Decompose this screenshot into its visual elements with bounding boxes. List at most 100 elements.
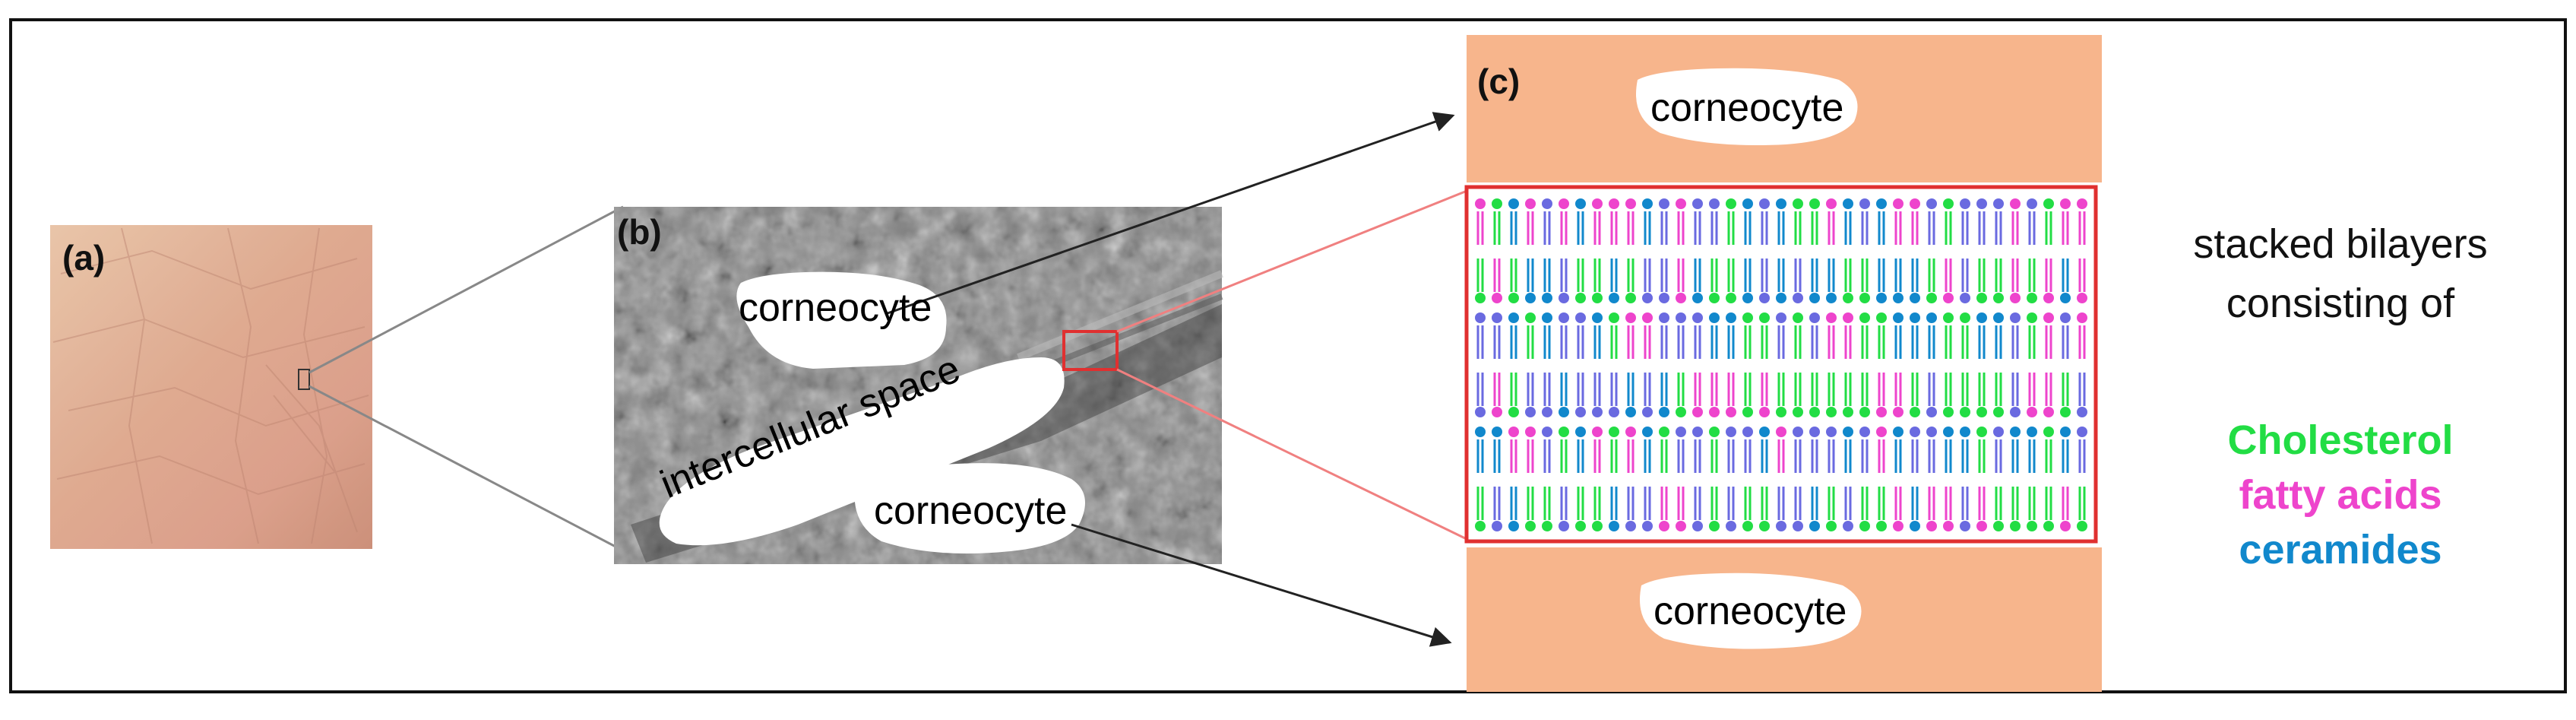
lipid-head bbox=[1525, 293, 1536, 303]
panel-a-skin-photo bbox=[50, 225, 372, 549]
panel-c-schematic bbox=[1464, 35, 2102, 692]
lipid-head bbox=[1676, 198, 1686, 209]
panel-b-label: (b) bbox=[617, 212, 662, 252]
lipid-head bbox=[2027, 407, 2037, 417]
lipid-head bbox=[2077, 293, 2087, 303]
lipid-head bbox=[1726, 521, 1736, 531]
lipid-head bbox=[2077, 427, 2087, 437]
lipid-head bbox=[1876, 521, 1887, 531]
lipid-head bbox=[1525, 521, 1536, 531]
lipid-head bbox=[1793, 312, 1803, 323]
lipid-head bbox=[1776, 407, 1786, 417]
lipid-head bbox=[1943, 407, 1954, 417]
lipid-head bbox=[1692, 198, 1703, 209]
lipid-head bbox=[1793, 427, 1803, 437]
lipid-head bbox=[1976, 427, 1987, 437]
lipid-head bbox=[1609, 407, 1619, 417]
lipid-head bbox=[2043, 521, 2054, 531]
lipid-head bbox=[1943, 198, 1954, 209]
lipid-head bbox=[1492, 198, 1502, 209]
lipid-head bbox=[1809, 427, 1820, 437]
lipid-head bbox=[1742, 293, 1753, 303]
lipid-head bbox=[1559, 407, 1569, 417]
lipid-head bbox=[1575, 312, 1586, 323]
lipid-head bbox=[1759, 521, 1770, 531]
lipid-head bbox=[1776, 521, 1786, 531]
panel-c-label: (c) bbox=[1477, 62, 1521, 101]
lipid-head bbox=[1960, 407, 1970, 417]
lipid-head bbox=[1625, 293, 1636, 303]
lipid-head bbox=[1659, 198, 1669, 209]
lipid-head bbox=[1642, 198, 1653, 209]
lipid-head bbox=[1993, 293, 2004, 303]
lipid-head bbox=[2077, 521, 2087, 531]
lipid-head bbox=[1876, 427, 1887, 437]
lipid-head bbox=[1826, 312, 1837, 323]
lipid-head bbox=[2077, 312, 2087, 323]
lipid-head bbox=[1776, 198, 1786, 209]
lipid-head bbox=[1625, 312, 1636, 323]
lipid-head bbox=[1976, 198, 1987, 209]
lipid-head bbox=[1759, 407, 1770, 417]
lipid-head bbox=[1676, 312, 1686, 323]
lipid-head bbox=[1475, 407, 1486, 417]
lipid-head bbox=[1993, 427, 2004, 437]
lipid-head bbox=[1876, 312, 1887, 323]
lipid-head bbox=[1709, 521, 1720, 531]
lipid-head bbox=[1926, 521, 1937, 531]
lipid-head bbox=[1592, 293, 1603, 303]
lipid-head bbox=[1575, 521, 1586, 531]
lipid-head bbox=[1793, 407, 1803, 417]
lipid-head bbox=[1859, 407, 1870, 417]
lipid-head bbox=[1859, 521, 1870, 531]
lipid-head bbox=[1642, 521, 1653, 531]
lipid-head bbox=[1559, 521, 1569, 531]
lipid-head bbox=[1709, 312, 1720, 323]
lipid-head bbox=[1793, 521, 1803, 531]
lipid-head bbox=[1876, 407, 1887, 417]
lipid-head bbox=[1926, 198, 1937, 209]
lipid-head bbox=[1676, 521, 1686, 531]
lipid-head bbox=[1742, 521, 1753, 531]
lipid-head bbox=[1575, 293, 1586, 303]
lipid-head bbox=[1809, 407, 1820, 417]
zoom-line-a-top bbox=[309, 205, 624, 374]
lipid-head bbox=[1809, 293, 1820, 303]
lipid-head bbox=[2060, 407, 2071, 417]
lipid-head bbox=[1759, 427, 1770, 437]
lipid-head bbox=[1709, 293, 1720, 303]
lipid-head bbox=[1525, 427, 1536, 437]
lipid-head bbox=[1759, 293, 1770, 303]
lipid-head bbox=[1960, 521, 1970, 531]
lipid-head bbox=[1609, 521, 1619, 531]
lipid-head bbox=[1559, 198, 1569, 209]
lipid-head bbox=[1475, 293, 1486, 303]
zoom-box-a bbox=[298, 369, 310, 390]
lipid-head bbox=[1525, 407, 1536, 417]
lipid-head bbox=[1659, 407, 1669, 417]
lipid-head bbox=[1575, 427, 1586, 437]
lipid-head bbox=[1910, 427, 1920, 437]
panel-a-label: (a) bbox=[62, 238, 106, 278]
outer-frame bbox=[9, 18, 2567, 693]
lipid-head bbox=[1592, 521, 1603, 531]
lipid-head bbox=[2027, 293, 2037, 303]
micrograph-corneocyte-bottom-label: corneocyte bbox=[874, 489, 1068, 533]
lipid-head bbox=[1508, 427, 1519, 437]
legend-line-1: stacked bilayers bbox=[2193, 221, 2488, 267]
lipid-head bbox=[1676, 427, 1686, 437]
lipid-head bbox=[1910, 521, 1920, 531]
lipid-head bbox=[1709, 198, 1720, 209]
lipid-head bbox=[1726, 407, 1736, 417]
lipid-head bbox=[2077, 198, 2087, 209]
lipid-head bbox=[2010, 521, 2021, 531]
lipid-head bbox=[1843, 407, 1853, 417]
lipid-head bbox=[1976, 312, 1987, 323]
lipid-head bbox=[2060, 521, 2071, 531]
lipid-head bbox=[1776, 293, 1786, 303]
lipid-head bbox=[1859, 293, 1870, 303]
lipid-head bbox=[1776, 312, 1786, 323]
lipid-head bbox=[2060, 312, 2071, 323]
lipid-head bbox=[1542, 407, 1552, 417]
